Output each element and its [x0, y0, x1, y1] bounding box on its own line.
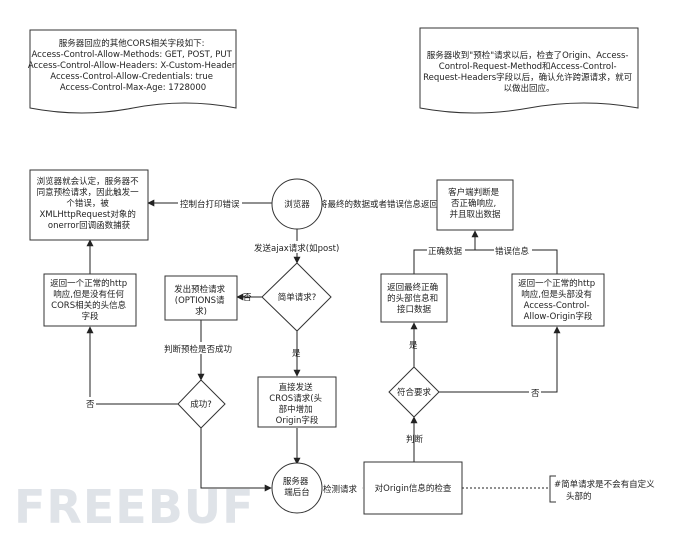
svg-text:成功?: 成功?: [190, 399, 212, 410]
label-return-data: 将最终的数据或者错误信息返回: [319, 199, 438, 210]
svg-text:简单请求?: 简单请求?: [278, 292, 317, 303]
label-origin-yes: 是: [409, 341, 418, 351]
label-error-info: 错误信息: [495, 246, 530, 257]
watermark: FREEBUF: [14, 480, 255, 533]
node-success-decision: 成功?: [177, 379, 226, 429]
node-send-preflight: 发出预检请求 (OPTIONS请 求): [164, 275, 238, 321]
svg-text:返回一个正常的http 响应,但是头部没有: 返回一个正常的http 响应,但是头部没有 Access-Control- Al…: [518, 278, 598, 322]
node-direct-cors: 直接发送 CROS请求(头 部中增加 Origin字段: [257, 376, 337, 428]
svg-text:浏览器: 浏览器: [284, 199, 310, 210]
node-browser: 浏览器: [271, 178, 323, 230]
note-preflight: 服务器收到"预检"请求以后，检查了Origin、Access- Control-…: [419, 27, 639, 114]
svg-text:服务器回应的其他CORS相关字段如下: Acce: 服务器回应的其他CORS相关字段如下: Access-Control-Allow…: [28, 38, 238, 93]
svg-text:#简单请求是不会有自定义 头部的: #简单请求是不会有自定义 头部的: [554, 479, 657, 502]
label-correct-data: 正确数据: [428, 246, 463, 257]
node-origin-decision: 符合要求: [388, 366, 440, 418]
node-simple-request-decision: 简单请求?: [261, 262, 332, 332]
svg-text:返回最终正确 的头部信息和 接口数据: 返回最终正确 的头部信息和 接口数据: [387, 282, 441, 315]
note-cors-headers: 服务器回应的其他CORS相关字段如下: Access-Control-Allow…: [28, 29, 238, 114]
edge-success-no: [86, 326, 178, 405]
edge-success-yes: [200, 428, 272, 492]
node-client-judge: 客户端判断是 否正确响应, 并且取出数据: [436, 179, 514, 231]
label-judge: 判断: [406, 434, 424, 445]
label-simple-no: 否: [243, 293, 252, 303]
svg-text:返回一个正常的http 响应,但是没有任何: 返回一个正常的http 响应,但是没有任何 CORS相关的头信息 字段: [50, 278, 130, 322]
edge-origin-no: [439, 326, 561, 393]
label-console-print: 控制台打印错误: [180, 199, 240, 210]
svg-text:浏览器就会认定，服务器不 同意预检请求，因此触发: 浏览器就会认定，服务器不 同意预检请求，因此触发一 个错误，被 XMLHttpR…: [37, 176, 142, 231]
label-success-no: 否: [86, 400, 95, 410]
node-server: 服务器 端后台: [271, 462, 323, 514]
svg-text:服务器收到"预检"请求以后，检查了Origin、Access: 服务器收到"预检"请求以后，检查了Origin、Access- Control-…: [423, 50, 635, 94]
svg-text:客户端判断是 否正确响应, 并且取出: 客户端判断是 否正确响应, 并且取出数据: [448, 187, 502, 220]
node-browser-error: 浏览器就会认定，服务器不 同意预检请求，因此触发一 个错误，被 XMLHttpR…: [29, 169, 149, 241]
label-simple-yes: 是: [292, 349, 301, 359]
note-simple-request: #简单请求是不会有自定义 头部的: [549, 475, 657, 503]
svg-text:符合要求: 符合要求: [397, 387, 432, 398]
svg-text:直接发送 CROS请求(头 部中增加: 直接发送 CROS请求(头 部中增加 Origin字段: [269, 382, 324, 426]
label-origin-no: 否: [531, 389, 540, 399]
svg-text:服务器 端后台: 服务器 端后台: [283, 476, 311, 498]
svg-text:发出预检请求 (OPTIONS请 求: 发出预检请求 (OPTIONS请 求): [174, 284, 228, 317]
label-send-ajax: 发送ajax请求(如post): [254, 243, 339, 254]
node-check-origin: 对Origin信息的检查: [363, 461, 463, 515]
svg-text:对Origin信息的检查: 对Origin信息的检查: [375, 483, 452, 494]
node-return-normal-no-origin: 返回一个正常的http 响应,但是头部没有 Access-Control- Al…: [511, 273, 605, 327]
node-return-normal-no-cors: 返回一个正常的http 响应,但是没有任何 CORS相关的头信息 字段: [43, 273, 137, 327]
label-judge-preflight: 判断预检是否成功: [164, 344, 232, 355]
node-return-correct: 返回最终正确 的头部信息和 接口数据: [380, 273, 448, 323]
label-detect-request: 检测请求: [323, 484, 358, 495]
edge-labels: 控制台打印错误 将最终的数据或者错误信息返回 发送ajax请求(如post) 否…: [84, 197, 541, 495]
